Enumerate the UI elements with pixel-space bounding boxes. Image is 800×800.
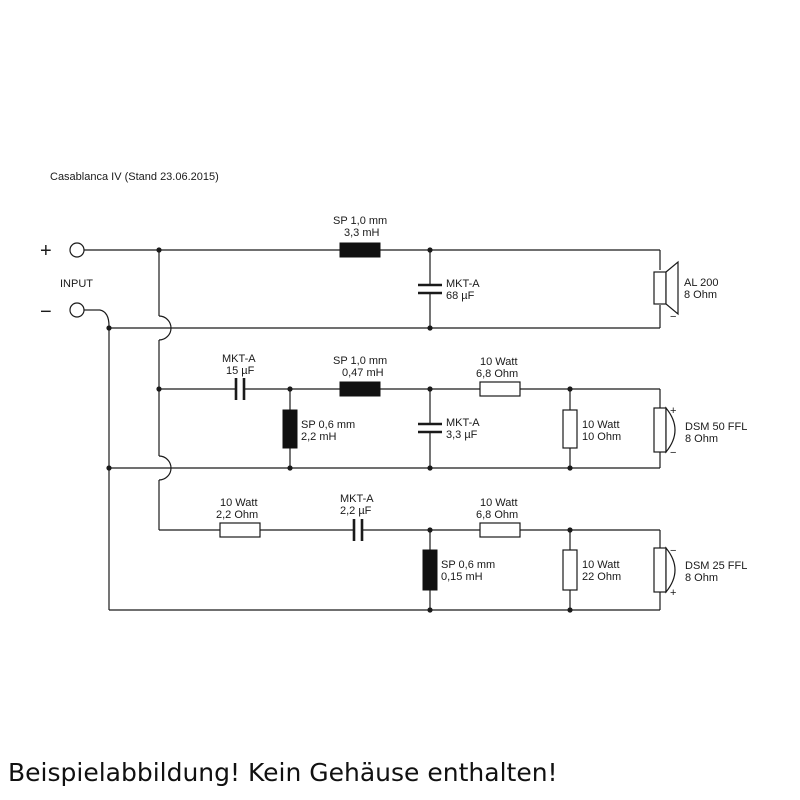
mid-speaker-pol-minus: − [670,447,676,459]
mid-res-series-label-1: 10 Watt [480,356,518,368]
mid-shunt-coil [282,409,298,449]
tweeter-res2-label-2: 6,8 Ohm [476,509,518,521]
schematic-title: Casablanca IV (Stand 23.06.2015) [50,171,219,183]
tweeter-series-capacitor [352,519,364,541]
bass-shunt-capacitor [418,283,442,295]
bass-coil-label-2: 3,3 mH [344,227,380,239]
mid-coil-shunt-label-2: 2,2 mH [301,431,337,443]
mid-speaker [653,406,676,454]
tweeter-series-resistor-1 [219,522,261,538]
tweeter-res-shunt-label-2: 22 Ohm [582,571,621,583]
tweeter-res1-label-1: 10 Watt [220,497,258,509]
tweeter-res2-label-1: 10 Watt [480,497,518,509]
bass-speaker-pol-minus: − [670,311,676,323]
bass-series-coil [339,242,381,258]
mid-speaker-label-2: 8 Ohm [685,433,718,445]
bass-speaker-label-1: AL 200 [684,277,718,289]
tweeter-series-resistor-2 [479,522,521,538]
mid-coil-series-label-2: 0,47 mH [342,367,384,379]
tweeter-coil-label-1: SP 0,6 mm [441,559,495,571]
mid-cap-series-label-2: 15 µF [226,365,255,377]
mid-res-series-label-2: 6,8 Ohm [476,368,518,380]
mid-cap-series-label-1: MKT-A [222,353,256,365]
mid-speaker-label-1: DSM 50 FFL [685,421,747,433]
tweeter-speaker-label-2: 8 Ohm [685,572,718,584]
mid-shunt-resistor [562,409,578,449]
mid-res-shunt-label-1: 10 Watt [582,419,620,431]
bass-speaker [653,260,679,316]
input-plus-terminal [69,242,85,258]
tweeter-cap-label-1: MKT-A [340,493,374,505]
bass-cap-label-2: 68 µF [446,290,475,302]
junctions [106,247,573,613]
tweeter-coil-label-2: 0,15 mH [441,571,483,583]
tweeter-res-shunt-label-1: 10 Watt [582,559,620,571]
input-label: INPUT [60,278,93,290]
mid-coil-series-label-1: SP 1,0 mm [333,355,387,367]
bass-cap-label-1: MKT-A [446,278,480,290]
input-minus-terminal [69,302,85,318]
tweeter-speaker-pol-minus: − [670,545,676,557]
caption: Beispielabbildung! Kein Gehäuse enthalte… [8,758,558,787]
bass-speaker-label-2: 8 Ohm [684,289,717,301]
mid-coil-shunt-label-1: SP 0,6 mm [301,419,355,431]
mid-series-resistor [479,381,521,397]
mid-series-capacitor [234,378,246,400]
tweeter-speaker-pol-plus: + [670,587,676,599]
tweeter-speaker-label-1: DSM 25 FFL [685,560,747,572]
input-minus-sign: − [40,301,52,323]
tweeter-shunt-coil [422,549,438,591]
mid-cap-shunt-label-1: MKT-A [446,417,480,429]
mid-series-coil [339,381,381,397]
mid-cap-shunt-label-2: 3,3 µF [446,429,478,441]
mid-shunt-capacitor [418,422,442,434]
tweeter-cap-label-2: 2,2 µF [340,505,372,517]
tweeter-shunt-resistor [562,549,578,591]
mid-speaker-pol-plus: + [670,405,676,417]
input-plus-sign: + [40,240,52,262]
bass-coil-label-1: SP 1,0 mm [333,215,387,227]
tweeter-res1-label-2: 2,2 Ohm [216,509,258,521]
tweeter-speaker [653,546,676,594]
mid-res-shunt-label-2: 10 Ohm [582,431,621,443]
